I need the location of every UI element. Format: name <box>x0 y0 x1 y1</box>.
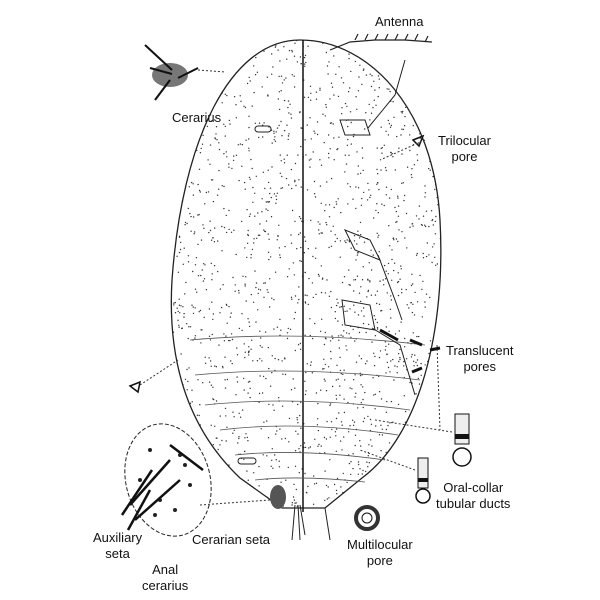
anal-setae <box>291 504 331 541</box>
label-line: Trilocular <box>438 133 491 148</box>
label-line: Oral-collar <box>443 480 504 495</box>
legs <box>339 59 416 396</box>
label-cerarius: Cerarius <box>172 110 222 125</box>
oral-collar-duct-large <box>452 413 472 467</box>
label-line: seta <box>105 546 130 561</box>
anal-cerarius-inset <box>120 423 212 537</box>
label-line: tubular ducts <box>436 496 511 511</box>
trilocular-pore-icon <box>411 134 425 148</box>
label-line: pore <box>366 553 393 568</box>
segment-lines <box>189 335 426 483</box>
anal-lobe-cerarius <box>270 485 286 509</box>
leader-lines <box>139 69 453 506</box>
translucent-pore-marks <box>379 328 441 374</box>
trilocular-pore-icon-left <box>128 380 142 394</box>
label-line: pores <box>463 359 496 374</box>
body-stipple <box>172 39 442 508</box>
label-antenna: Antenna <box>375 14 424 29</box>
spiracles <box>237 125 272 465</box>
label-line: pore <box>451 149 478 164</box>
multilocular-pore-icon <box>354 505 380 531</box>
label-cerarian-seta: Cerarian seta <box>192 532 271 547</box>
label-line: Translucent <box>446 343 514 358</box>
label-line: Auxiliary <box>93 530 143 545</box>
cerarius-inset <box>144 44 199 101</box>
label-line: Multilocular <box>347 537 413 552</box>
antenna-drawing <box>329 33 433 51</box>
oral-collar-duct-small <box>415 457 431 504</box>
label-line: Anal <box>152 562 179 577</box>
label-line: cerarius <box>142 578 189 593</box>
